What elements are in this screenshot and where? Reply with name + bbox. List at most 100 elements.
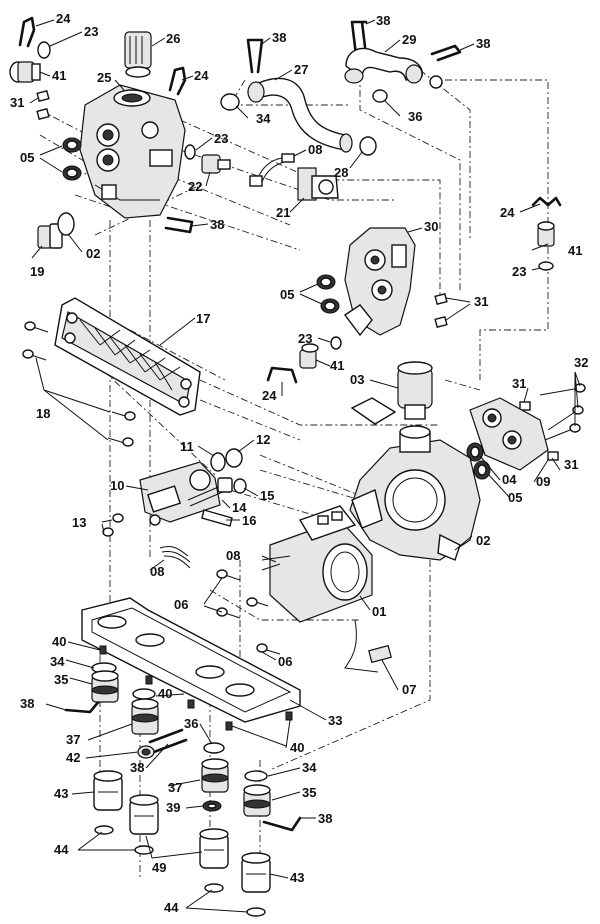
callout-label-40: 40 — [52, 634, 66, 649]
callout-label-14: 14 — [232, 500, 247, 515]
callout-label-33: 33 — [328, 713, 342, 728]
part-27-pipe — [247, 77, 353, 153]
callout-label-05: 05 — [280, 287, 294, 302]
clip-38-fitting-35-right — [262, 816, 302, 832]
spring-clips — [18, 16, 562, 832]
callout-label-38: 38 — [376, 13, 390, 28]
callout-label-18: 18 — [36, 406, 50, 421]
clip-24-block — [168, 66, 187, 96]
callout-label-31: 31 — [10, 95, 24, 110]
part-23-oring-middle — [330, 336, 342, 350]
part-42-plug — [137, 745, 155, 759]
callout-label-34: 34 — [50, 654, 65, 669]
callout-label-29: 29 — [402, 32, 416, 47]
callout-label-41: 41 — [330, 358, 344, 373]
clip-24-top-left — [18, 16, 36, 48]
part-34-seal-right — [244, 770, 268, 782]
callout-label-06: 06 — [174, 597, 188, 612]
part-36-oring-pipe-b — [429, 75, 443, 89]
callout-label-32: 32 — [574, 355, 588, 370]
callout-label-06: 06 — [278, 654, 292, 669]
part-02-pump-body — [349, 425, 481, 561]
callout-label-08: 08 — [226, 548, 240, 563]
part-15-oring — [233, 478, 247, 494]
callout-label-26: 26 — [166, 31, 180, 46]
callout-label-22: 22 — [188, 179, 202, 194]
part-23-oring-top-left — [37, 41, 51, 59]
callout-label-36: 36 — [408, 109, 422, 124]
part-33-mounting-bracket — [81, 597, 301, 723]
clip-38-pipe-27 — [246, 38, 264, 74]
callout-label-05: 05 — [508, 490, 522, 505]
callout-label-44: 44 — [54, 842, 69, 857]
callout-label-38: 38 — [272, 30, 286, 45]
callout-label-07: 07 — [402, 682, 416, 697]
callout-label-38: 38 — [210, 217, 224, 232]
part-03-air-vent — [350, 361, 433, 425]
part-35-fitting-right — [243, 784, 271, 817]
callout-label-40: 40 — [158, 686, 172, 701]
part-41-plug-right — [537, 221, 555, 247]
callout-label-24: 24 — [262, 388, 277, 403]
part-35-fitting-left — [91, 670, 119, 703]
callout-label-24: 24 — [500, 205, 515, 220]
callout-label-31: 31 — [474, 294, 488, 309]
part-43-nut-right — [241, 852, 271, 893]
clip-38-pipe-29-right — [430, 44, 462, 62]
clip-38-block — [164, 216, 194, 234]
part-41-plug-middle — [299, 343, 319, 369]
part-10-bypass — [139, 461, 221, 526]
callout-label-40: 40 — [290, 740, 304, 755]
part-04-05-seals-right — [466, 442, 491, 480]
callout-label-23: 23 — [512, 264, 526, 279]
callout-label-24: 24 — [194, 68, 209, 83]
callout-label-28: 28 — [334, 165, 348, 180]
callout-label-02: 02 — [86, 246, 100, 261]
callout-label-41: 41 — [568, 243, 582, 258]
part-36-oring-pipe — [372, 89, 388, 103]
clip-38-fitting-37 — [148, 728, 188, 754]
callout-label-10: 10 — [110, 478, 124, 493]
callout-label-02: 02 — [476, 533, 490, 548]
callout-label-27: 27 — [294, 62, 308, 77]
callout-label-37: 37 — [66, 732, 80, 747]
clip-38-fitting-35 — [64, 698, 102, 714]
part-05-seals-mid — [316, 274, 340, 314]
part-08-wiring-top — [249, 153, 295, 187]
callout-label-39: 39 — [166, 800, 180, 815]
part-31-nuts-top-left — [36, 89, 50, 121]
part-02-oring-left — [57, 212, 75, 236]
part-37-fitting-left — [131, 698, 159, 735]
part-26-cartridge — [124, 31, 152, 78]
part-41-plug-top-left — [9, 61, 41, 83]
part-14-spring — [187, 477, 233, 507]
callout-label-03: 03 — [350, 372, 364, 387]
part-05-seals-left — [62, 137, 82, 181]
callout-label-05: 05 — [20, 150, 34, 165]
callout-label-38: 38 — [318, 811, 332, 826]
part-08-wiring-motor — [261, 555, 291, 561]
part-23-oring-mid — [184, 144, 196, 160]
clip-24-right — [531, 196, 562, 207]
part-30-valve-block — [343, 227, 416, 337]
part-34-seal-b — [132, 688, 156, 700]
part-18-screws — [22, 321, 136, 447]
part-29-pipe — [344, 47, 423, 84]
part-31-nuts-mid — [434, 292, 448, 329]
part-34-oring-pipe — [220, 93, 240, 111]
part-49-nut-right — [199, 828, 229, 869]
part-17-plate-heat-exchanger — [54, 297, 201, 416]
part-13-screws — [102, 513, 124, 537]
callout-label-34: 34 — [256, 111, 271, 126]
callout-label-31: 31 — [564, 457, 578, 472]
callout-label-04: 04 — [502, 472, 517, 487]
callout-label-17: 17 — [196, 311, 210, 326]
part-43-nut-left — [93, 770, 123, 811]
part-01-pump-motor — [261, 505, 379, 673]
callout-label-12: 12 — [256, 432, 270, 447]
leader-lines — [29, 19, 581, 913]
callout-label-49: 49 — [152, 860, 166, 875]
